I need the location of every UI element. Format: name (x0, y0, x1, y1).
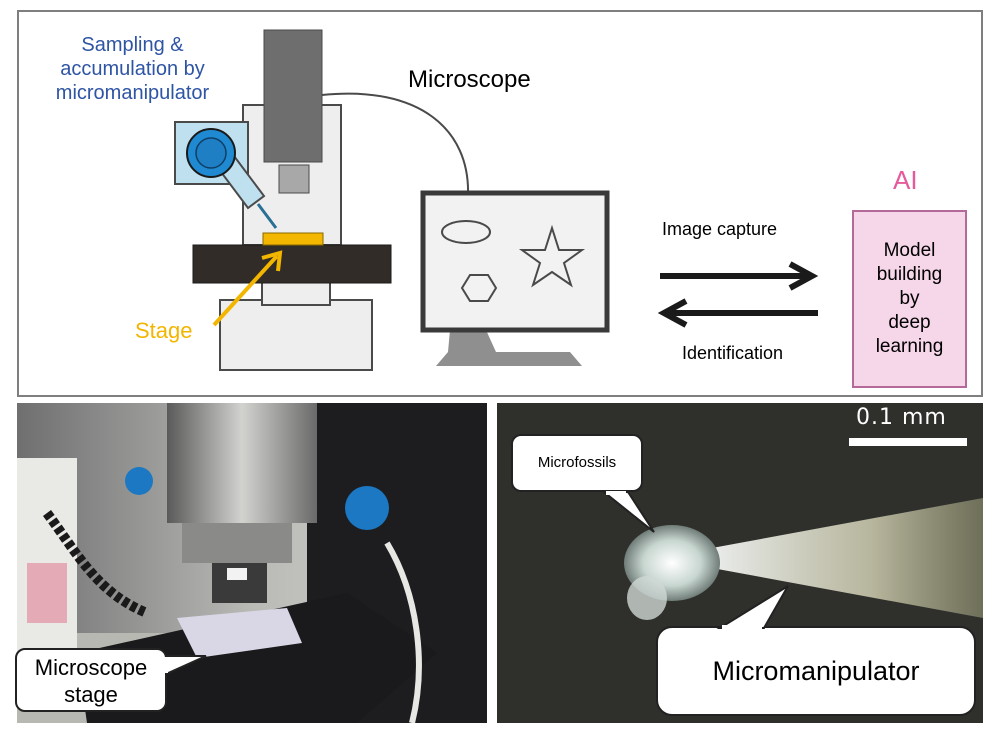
callout-fossils-tail (601, 491, 655, 533)
microscope-illustration (192, 29, 392, 371)
microscope-stage-plate (192, 244, 392, 284)
stage-block (77, 593, 437, 723)
needle-shape (712, 498, 983, 618)
ai-label: AI (893, 165, 918, 195)
microscope-base (219, 299, 373, 371)
stage-arrow (212, 250, 283, 327)
scale-bar (849, 438, 967, 446)
image-capture-arrow (660, 261, 819, 291)
monitor-screen (420, 190, 610, 333)
ai-model-line: learning (875, 336, 944, 357)
star-specimen (518, 224, 586, 288)
manipulator-needle (256, 203, 278, 229)
microscope-head (167, 403, 317, 523)
monitor-cable (321, 92, 470, 196)
sampling-label-line: accumulation by (60, 58, 205, 80)
callout-line: Microscope (34, 655, 148, 680)
identification-label: Identification (682, 343, 784, 363)
sampling-label-line: Sampling & (81, 34, 184, 56)
microscope-objective (278, 164, 310, 194)
ai-model-text: Model building by deep learning (876, 239, 944, 359)
ai-model-line: building (876, 264, 943, 285)
ai-model-box: Model building by deep learning (852, 210, 967, 388)
ai-model-line: by (899, 288, 920, 309)
sample-slide (262, 232, 324, 246)
callout-manip-tail (716, 585, 789, 629)
callout-stage-tail (164, 655, 207, 676)
microscope-stage-callout: Microscope stage (15, 648, 167, 712)
stage-label: Stage (135, 318, 193, 343)
schematic-diagram (174, 29, 819, 371)
spray-can (17, 458, 77, 658)
manipulator-knob-inner (195, 137, 227, 169)
monitor-stand (436, 330, 582, 366)
monitor-illustration (420, 190, 610, 366)
hexagon-specimen (460, 274, 498, 302)
ai-model-line: Model (883, 240, 936, 261)
scale-bar-label: 0.1 mm (856, 405, 947, 430)
micromanipulator-illustration (174, 121, 278, 229)
ai-model-line: deep (888, 312, 931, 333)
microfossils-callout: Microfossils (511, 434, 643, 492)
microscope-label: Microscope (408, 66, 531, 93)
microscope-eyepiece (263, 29, 323, 163)
identification-arrow (657, 298, 818, 328)
micromanipulator-callout: Micromanipulator (656, 626, 976, 716)
image-capture-label: Image capture (662, 219, 778, 239)
ellipse-specimen (441, 220, 491, 244)
callout-line: stage (64, 682, 118, 707)
sampling-label: Sampling & accumulation by micromanipula… (40, 33, 225, 105)
sampling-label-line: micromanipulator (55, 82, 210, 104)
